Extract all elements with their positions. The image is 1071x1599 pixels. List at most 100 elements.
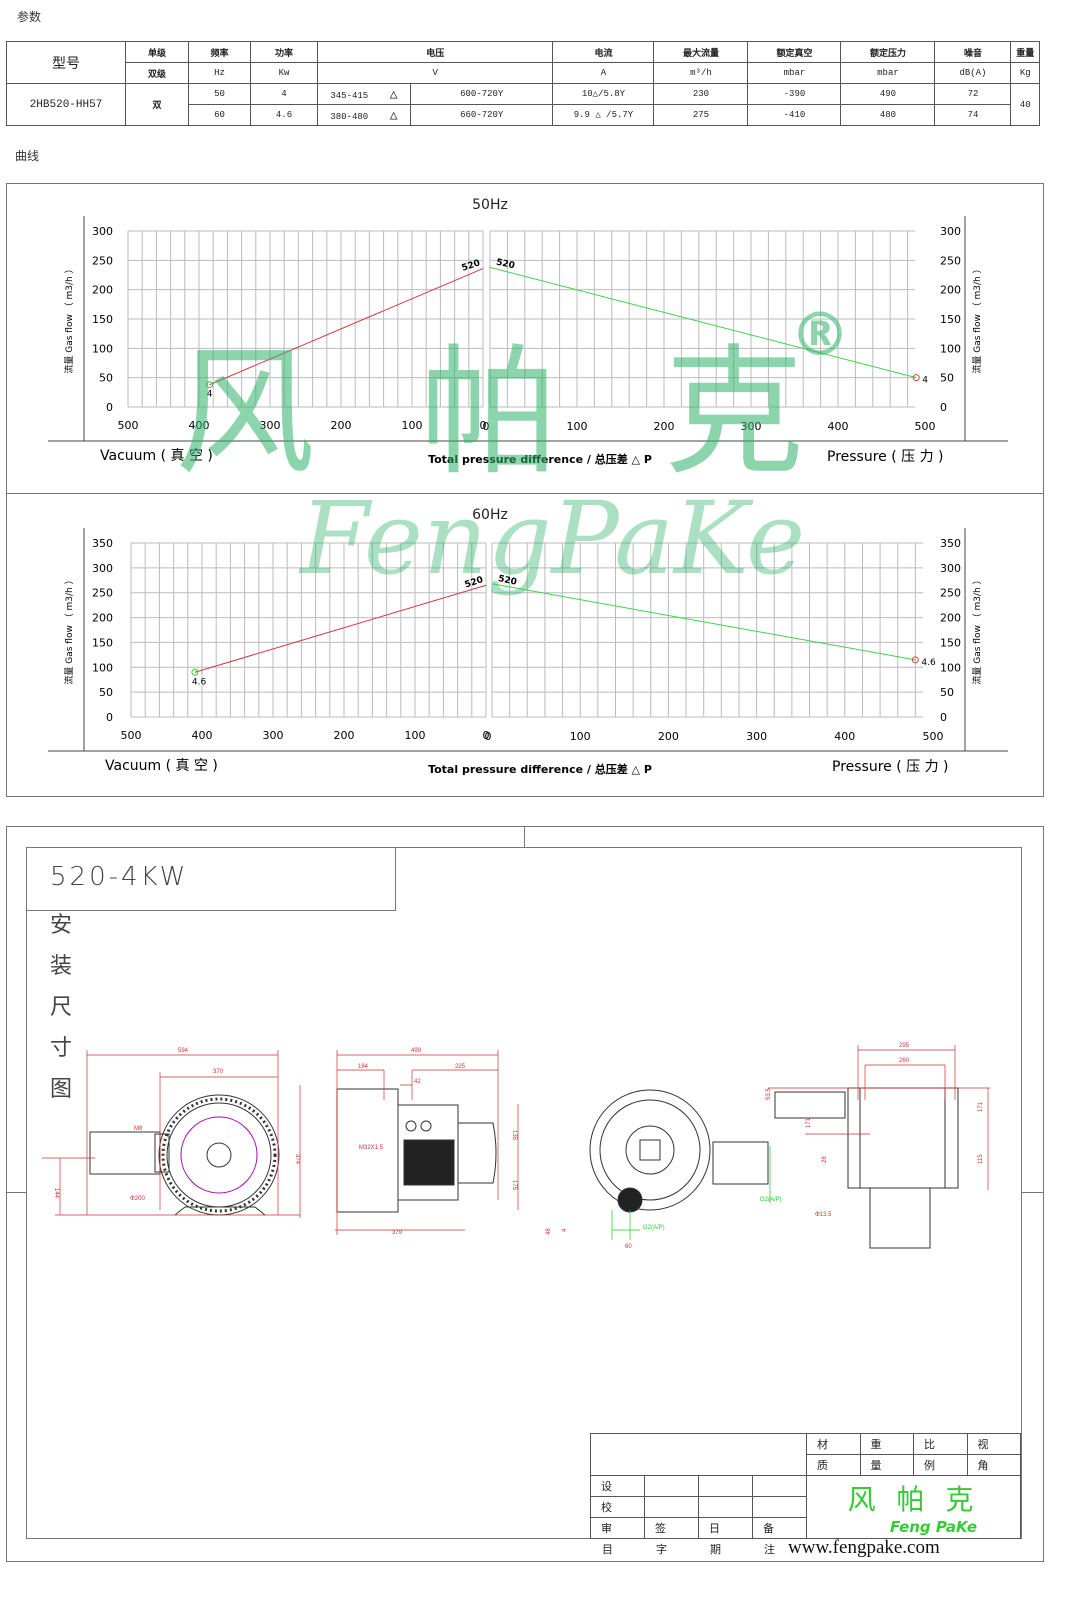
logo-cn: 风 帕 克 (847, 1483, 980, 1516)
tb-cell: 比 (913, 1433, 968, 1455)
x-tick-vacuum: 100 (405, 729, 426, 742)
y-tick-left: 50 (99, 686, 113, 699)
vt-char: 寸 (50, 1036, 73, 1061)
x-tick-vacuum: 400 (189, 419, 210, 432)
dim-label: 60 (625, 1244, 632, 1250)
tb-cell: 量 (859, 1454, 914, 1476)
y-tick-right: 200 (940, 284, 961, 297)
tb-cell: 校 (590, 1496, 645, 1518)
x-axis-label: Total pressure difference / 总压差 △ P (428, 452, 652, 466)
x-tick-vacuum: 400 (192, 729, 213, 742)
drawing-inner-frame (26, 847, 1022, 1539)
dim-label: 48 (546, 1228, 552, 1235)
tick (6, 1192, 26, 1193)
y-tick-right: 0 (940, 711, 947, 724)
logo-en: Feng PaKe (889, 1518, 978, 1536)
front-dims (42, 1050, 301, 1218)
dim-label: M8 (134, 1126, 143, 1132)
x-tick-pressure: 0 (485, 730, 492, 743)
y-tick-left: 200 (92, 284, 113, 297)
y-tick-left: 0 (106, 401, 113, 414)
y-tick-right: 0 (940, 401, 947, 414)
point-label: 4.6 (921, 658, 936, 668)
drawing-title: 520-4KW (50, 862, 189, 892)
tb-cell: 材 (806, 1433, 861, 1455)
tb-cell: 字 (656, 1543, 667, 1556)
dim-label: 184 (358, 1064, 369, 1070)
vacuum-label: Vacuum ( 真 空 ) (100, 448, 213, 464)
x-tick-pressure: 100 (570, 730, 591, 743)
dim-label: 135 (511, 1130, 517, 1141)
y-axis-label-left: 流量 Gas flow （ m3/h ） (63, 575, 75, 684)
y-tick-left: 100 (92, 661, 113, 674)
dim-label: 175 (511, 1180, 517, 1191)
point-label: 4 (207, 390, 213, 400)
x-tick-vacuum: 0 (483, 729, 490, 742)
dim-label: 115 (978, 1154, 984, 1164)
y-tick-left: 300 (92, 562, 113, 575)
dim-label: 4 (562, 1228, 568, 1232)
delta-icon: △ (389, 107, 398, 123)
tb-cell: 目 (602, 1543, 613, 1556)
table-row: 2HB520-HH57 双 50 4 345-415 △ 600-720Y 10… (6, 83, 1040, 126)
cell: 345-415 (330, 90, 369, 101)
section-params-label: 参数 (17, 10, 42, 24)
dim-label: 295 (899, 1043, 910, 1049)
point-label: 4 (922, 376, 928, 386)
curve-label: 520 (464, 575, 485, 590)
model-cell: 2HB520-HH57 (6, 83, 126, 126)
x-tick-pressure: 300 (741, 420, 762, 433)
table-row: 60 4.6 380-480 △ 660-720Y 9.9 △ /5.7Y 27… (7, 104, 1040, 126)
dim-label: G2(A/P) (643, 1225, 665, 1231)
tick (1021, 1192, 1043, 1193)
side-view (336, 1088, 497, 1213)
x-tick-vacuum: 300 (260, 419, 281, 432)
y-axis-label-left: 流量 Gas flow （ m3/h ） (63, 264, 75, 373)
x-tick-pressure: 100 (567, 420, 588, 433)
y-tick-right: 300 (940, 562, 961, 575)
point-label: 4.6 (192, 677, 207, 687)
tb-cell: 日 (698, 1517, 753, 1539)
section-curves-label: 曲线 (15, 149, 40, 163)
tb-cell: 质 (806, 1454, 861, 1476)
website-link[interactable]: www.fengpake.com (788, 1537, 940, 1558)
tb-cell: 注 (764, 1543, 775, 1556)
series-line-pressure (491, 583, 916, 661)
y-tick-left: 0 (106, 711, 113, 724)
series-line-pressure (489, 266, 917, 379)
delta-icon: △ (389, 86, 398, 102)
y-axis-label-right: 流量 Gas flow （ m3/h ） (971, 575, 983, 684)
dim-label: 499 (411, 1048, 422, 1054)
header-weight: 重量 (1010, 41, 1040, 63)
y-tick-right: 200 (940, 612, 961, 625)
dim-label: 260 (899, 1058, 910, 1064)
drawing-title-box (26, 847, 396, 911)
y-tick-right: 100 (940, 342, 961, 355)
dim-label: M32X1.5 (359, 1145, 384, 1151)
y-tick-left: 250 (92, 254, 113, 267)
x-tick-pressure: 200 (654, 420, 675, 433)
dim-label: 171 (978, 1101, 984, 1112)
tb-cell: 设 (590, 1475, 645, 1497)
curve-label: 520 (497, 574, 517, 588)
cell: 74 (934, 104, 1012, 126)
pressure-label: Pressure ( 压 力 ) (832, 759, 949, 775)
y-tick-right: 150 (940, 313, 961, 326)
rear-view (589, 1089, 769, 1213)
tb-cell: 例 (913, 1454, 968, 1476)
y-tick-left: 150 (92, 636, 113, 649)
y-axis-label-right: 流量 Gas flow （ m3/h ） (971, 264, 983, 373)
curve-label: 520 (495, 258, 515, 272)
charts-frame (6, 183, 1044, 797)
dim-label: 42 (414, 1079, 421, 1085)
cell: 60 (188, 104, 251, 126)
y-tick-right: 50 (940, 372, 954, 385)
dim-label: 370 (213, 1069, 224, 1075)
title-block-footer: 目 字 期 注 www.fengpake.com (590, 1537, 1040, 1560)
dim-label: 28 (822, 1156, 828, 1163)
x-tick-vacuum: 100 (402, 419, 423, 432)
dim-label: 225 (455, 1064, 466, 1070)
frame-divider (524, 826, 525, 847)
vacuum-label: Vacuum ( 真 空 ) (105, 758, 218, 774)
x-tick-pressure: 400 (828, 420, 849, 433)
